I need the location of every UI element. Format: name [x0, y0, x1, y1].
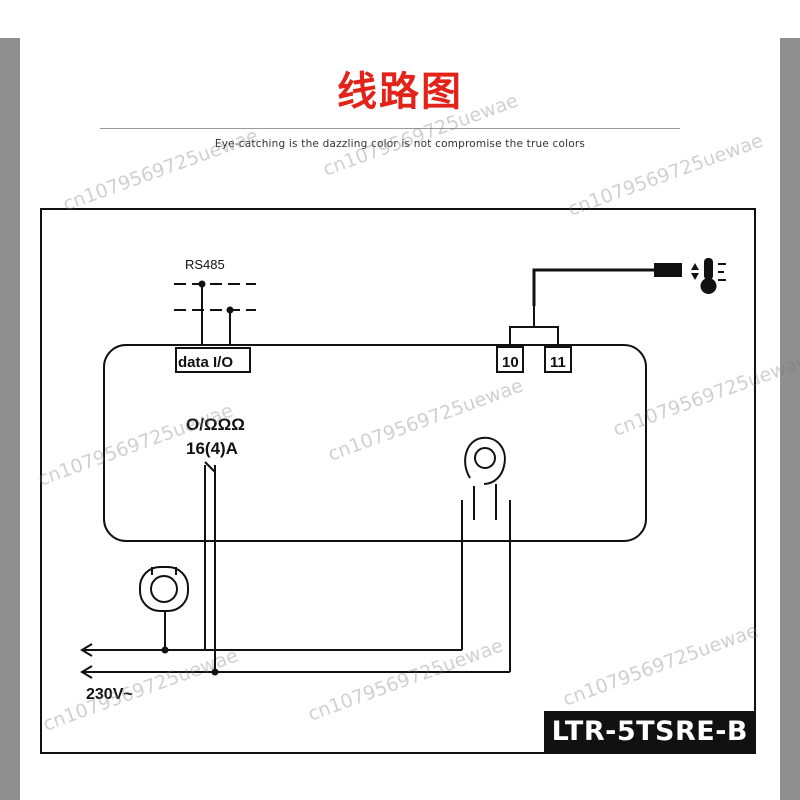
supply-voltage-label: 230V~: [86, 686, 133, 703]
data-io-label: data I/O: [178, 354, 233, 371]
temperature-probe-cable: [509, 263, 682, 347]
right-gray-bar: [780, 38, 800, 800]
page-title: 线路图: [337, 69, 463, 115]
rs485-bus: [174, 280, 256, 345]
power-wiring: [80, 500, 511, 679]
relay-contact: [204, 461, 216, 672]
terminal-11-label: 11: [550, 354, 566, 371]
finger-touch-symbol: [464, 436, 506, 520]
relay-label-line2: 16(4)A: [186, 439, 238, 458]
header: 线路图 Eye-catching is the dazzling color i…: [0, 0, 800, 200]
load-symbol: [139, 566, 189, 612]
controller-body: [103, 344, 647, 542]
left-gray-bar: [0, 38, 20, 800]
data-io-port: [175, 347, 251, 373]
model-number-tag: LTR-5TSRE-B: [543, 711, 756, 752]
terminal-10-label: 10: [502, 354, 519, 371]
relay-label-line1: O/ΩΩΩ: [186, 415, 245, 434]
thermometer-icon: [691, 258, 726, 294]
page-subtitle: Eye-catching is the dazzling color is no…: [214, 138, 586, 150]
title-divider: [100, 128, 680, 129]
wiring-diagram-frame: [40, 208, 756, 754]
rs485-label: RS485: [185, 257, 225, 272]
